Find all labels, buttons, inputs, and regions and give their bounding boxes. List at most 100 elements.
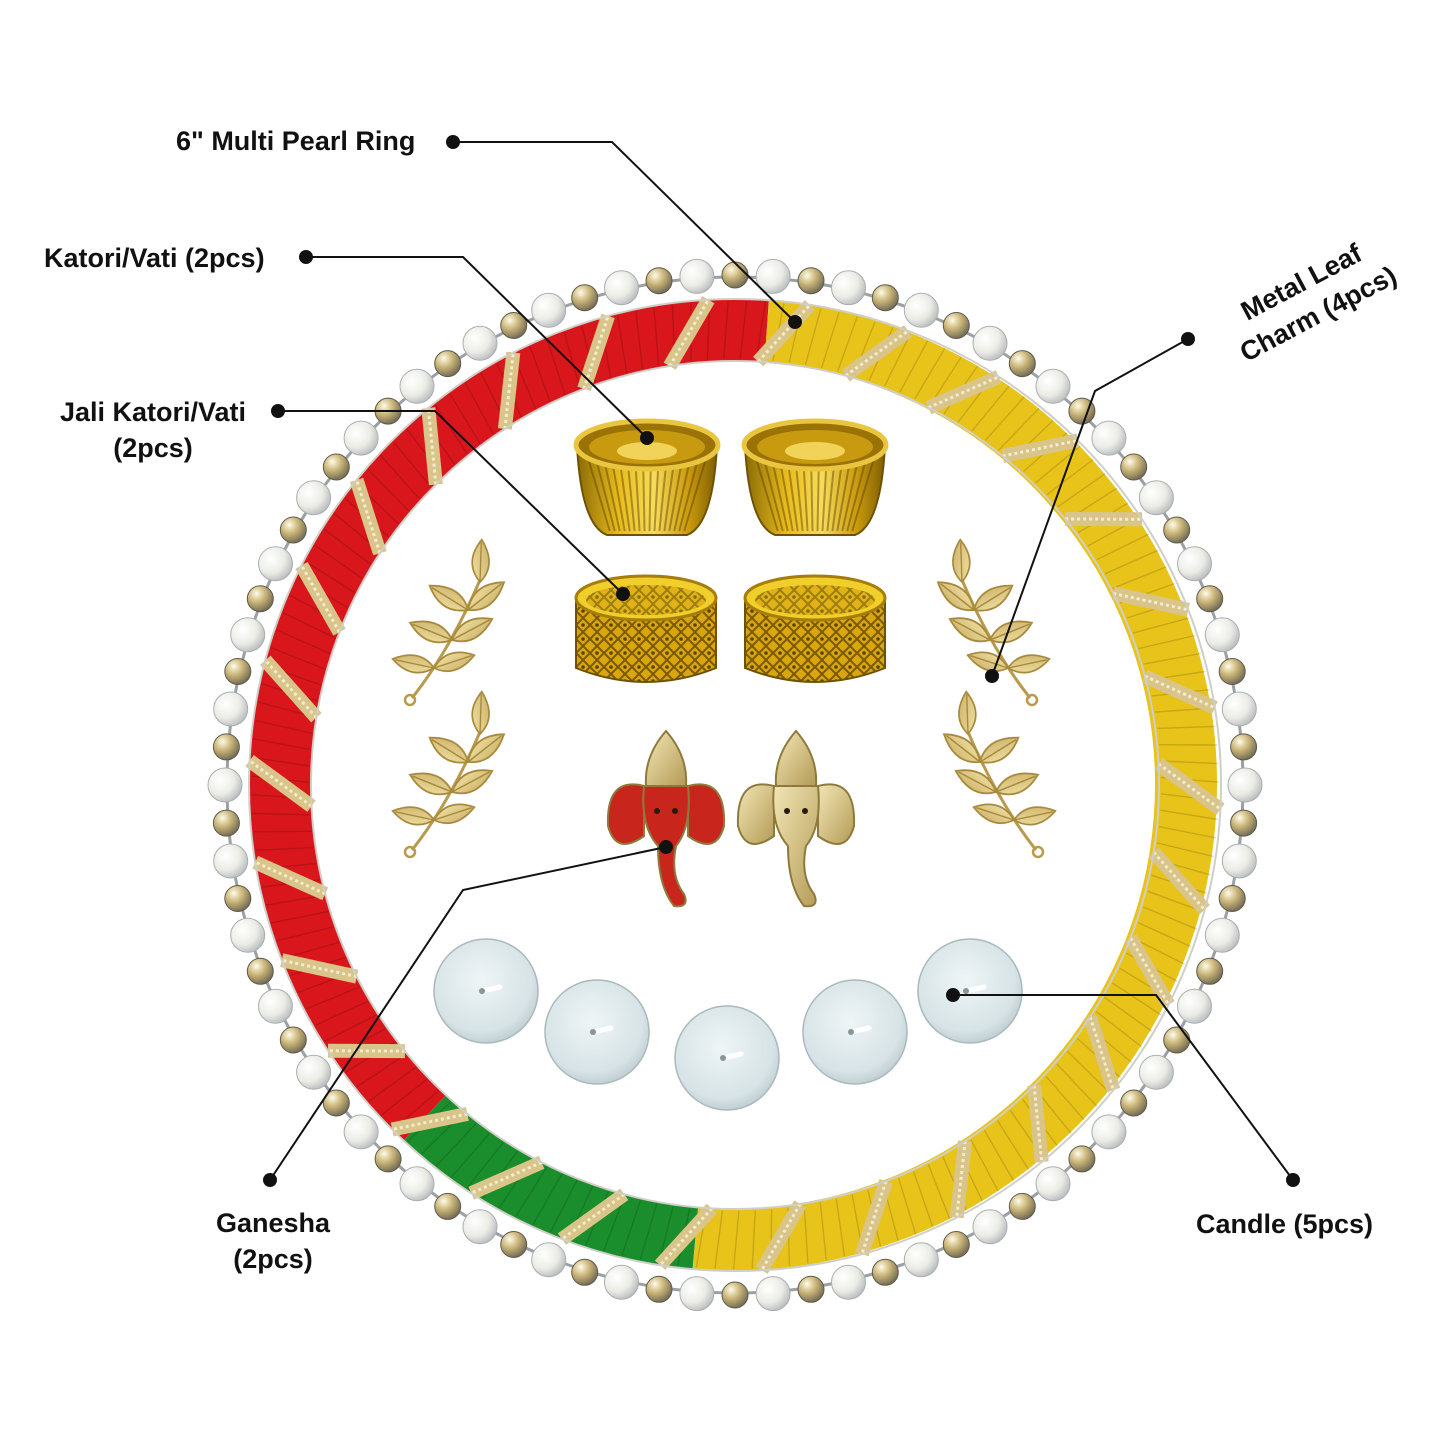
tealight-candle (918, 939, 1022, 1043)
callout-ring-dot-end (788, 315, 802, 329)
pearl-bead (400, 369, 434, 403)
gold-bead (1197, 958, 1223, 984)
label-ganesha-line2: (2pcs) (198, 1241, 348, 1277)
pearl-bead (1139, 481, 1173, 515)
pearl-bead (1036, 369, 1070, 403)
pearl-bead (904, 1243, 938, 1277)
gold-bead (872, 285, 898, 311)
pearl-bead (231, 918, 265, 952)
gold-bead (798, 1276, 824, 1302)
gold-bead (1121, 1090, 1147, 1116)
pearl-bead (1205, 618, 1239, 652)
gold-bead (1219, 886, 1245, 912)
ganesha-red-idol (608, 731, 724, 906)
label-katori: Katori/Vati (2pcs) (44, 240, 265, 276)
pearl-bead (973, 326, 1007, 360)
gold-bead (572, 285, 598, 311)
callout-candle-dot-end (946, 988, 960, 1002)
gold-bead (435, 351, 461, 377)
pearl-bead (680, 259, 714, 293)
pearl-bead (1205, 918, 1239, 952)
callout-katori-dot-start (299, 250, 313, 264)
pearl-bead (259, 547, 293, 581)
gold-bead (798, 268, 824, 294)
pearl-bead (463, 1210, 497, 1244)
callout-ganesha-dot-start (263, 1173, 277, 1187)
gold-bead (1231, 810, 1257, 836)
pearl-bead (259, 989, 293, 1023)
ganesha-gold-idol (738, 731, 854, 906)
pearl-bead (904, 293, 938, 327)
gold-bead (435, 1193, 461, 1219)
gold-bead (280, 1027, 306, 1053)
pearl-bead (208, 768, 242, 802)
label-jali-line2: (2pcs) (44, 430, 262, 466)
gold-bead (225, 659, 251, 685)
gold-bead (646, 268, 672, 294)
pearl-bead (214, 692, 248, 726)
katori-bowl (744, 421, 886, 535)
gold-bead (375, 1146, 401, 1172)
label-ganesha: Ganesha (2pcs) (198, 1205, 348, 1278)
callout-jali-katori-dot-start (271, 404, 285, 418)
label-ganesha-line1: Ganesha (198, 1205, 348, 1241)
gold-bead (213, 734, 239, 760)
gold-bead (572, 1259, 598, 1285)
gold-bead (722, 1282, 748, 1308)
callout-ring-dot-start (446, 135, 460, 149)
metal-leaf-charm (391, 691, 510, 857)
pearl-bead (680, 1277, 714, 1311)
pearl-bead (1222, 844, 1256, 878)
label-ring: 6" Multi Pearl Ring (176, 123, 415, 159)
pearl-bead (1036, 1167, 1070, 1201)
metal-leaf-charm (938, 691, 1057, 857)
gold-bead (872, 1259, 898, 1285)
pearl-bead (1178, 547, 1212, 581)
tealight-candle (545, 980, 649, 1084)
label-jali-katori: Jali Katori/Vati (2pcs) (44, 394, 262, 467)
thali-items (391, 421, 1058, 1110)
pearl-bead (297, 481, 331, 515)
gold-bead (1164, 517, 1190, 543)
gold-bead (247, 586, 273, 612)
gold-bead (1009, 1193, 1035, 1219)
gold-bead (1164, 1027, 1190, 1053)
gold-bead (213, 810, 239, 836)
jali-katori (576, 576, 716, 682)
callout-candle-dot-start (1286, 1173, 1300, 1187)
pearl-bead (832, 1265, 866, 1299)
pearl-bead (400, 1167, 434, 1201)
pearl-bead (231, 618, 265, 652)
gold-bead (646, 1276, 672, 1302)
gold-bead (722, 262, 748, 288)
gold-bead (1121, 454, 1147, 480)
tealight-candle (434, 939, 538, 1043)
pearl-bead (1092, 421, 1126, 455)
pearl-bead (1222, 692, 1256, 726)
ring-wire (227, 277, 1243, 1293)
callout-jali-katori-dot-end (616, 587, 630, 601)
callout-metal-leaf-dot-start (1181, 332, 1195, 346)
multi-pearl-ring (208, 259, 1262, 1310)
gold-bead (280, 517, 306, 543)
gold-bead (1231, 734, 1257, 760)
pearl-bead (297, 1055, 331, 1089)
pearl-bead (214, 844, 248, 878)
gold-bead (247, 958, 273, 984)
gold-bead (323, 454, 349, 480)
pearl-bead (973, 1210, 1007, 1244)
pearl-bead (832, 271, 866, 305)
gold-bead (1219, 659, 1245, 685)
gold-bead (943, 1232, 969, 1258)
callout-metal-leaf-dot-end (985, 669, 999, 683)
pearl-bead (1092, 1115, 1126, 1149)
pearl-bead (344, 421, 378, 455)
tealight-candle (675, 1006, 779, 1110)
pearl-bead (1228, 768, 1262, 802)
label-jali-line1: Jali Katori/Vati (44, 394, 262, 430)
pearl-bead (344, 1115, 378, 1149)
gold-bead (943, 313, 969, 339)
gold-bead (1009, 351, 1035, 377)
pearl-bead (756, 1277, 790, 1311)
